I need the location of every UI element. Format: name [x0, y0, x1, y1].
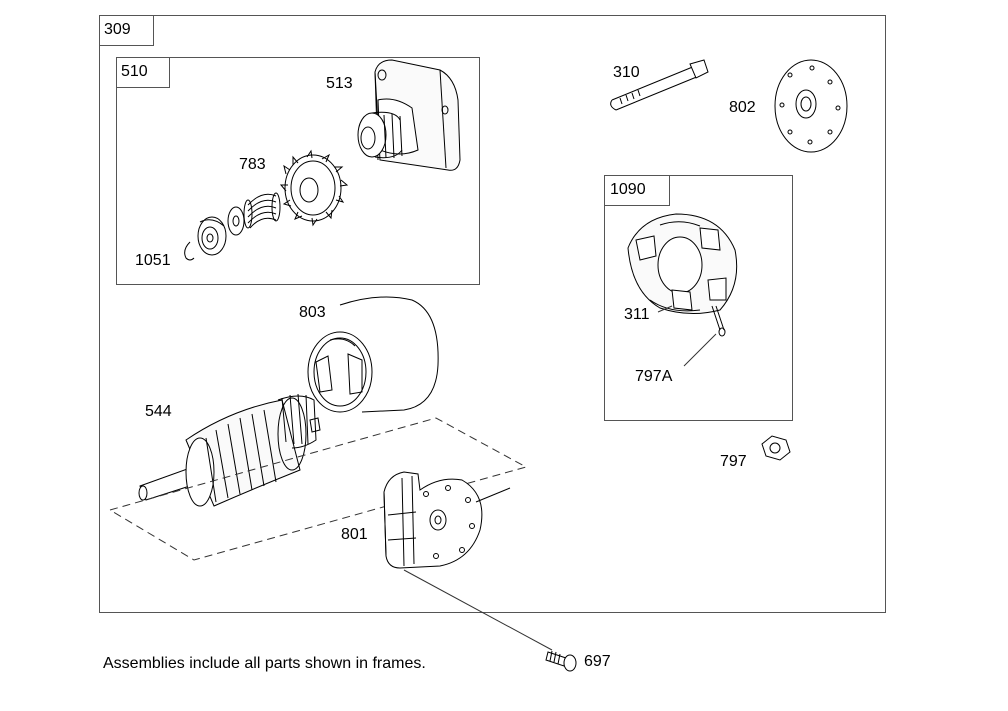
part-stop-collar [197, 216, 227, 256]
part-801-bracket [383, 471, 511, 569]
frame-1090-label: 1090 [610, 181, 646, 198]
part-310-through-bolt [610, 59, 709, 111]
part-513-drive-housing [357, 59, 461, 171]
part-697-screw [545, 650, 577, 672]
part-label-802: 802 [729, 99, 756, 116]
part-label-797A: 797A [635, 368, 673, 385]
part-spring [243, 192, 281, 229]
part-label-544: 544 [145, 403, 172, 420]
assemblies-note: Assemblies include all parts shown in fr… [103, 655, 426, 672]
frame-1090-tab [604, 175, 670, 206]
part-label-797: 797 [720, 453, 747, 470]
part-label-801: 801 [341, 526, 368, 543]
part-washer [227, 206, 245, 236]
part-label-311: 311 [624, 306, 650, 323]
frame-510-border [116, 57, 480, 285]
frame-309-tab [99, 15, 154, 46]
leader-797A [683, 333, 717, 367]
dashed-alignment-frame [108, 417, 528, 561]
part-311-brush-holder [627, 213, 738, 337]
leader-801-to-697 [403, 569, 553, 651]
frame-309-label: 309 [104, 21, 131, 38]
part-797-nut [761, 435, 791, 461]
part-label-310: 310 [613, 64, 640, 81]
part-802-end-cap [774, 59, 848, 153]
part-803-field-housing [307, 296, 439, 413]
part-label-1051: 1051 [135, 252, 171, 269]
part-783-pinion-gear [279, 149, 349, 227]
frame-510-tab [116, 57, 170, 88]
part-label-783: 783 [239, 156, 266, 173]
part-label-513: 513 [326, 75, 353, 92]
part-544-armature [138, 393, 321, 507]
part-label-697: 697 [584, 653, 611, 670]
leader-311 [657, 305, 673, 313]
part-1051-retaining-ring [184, 241, 195, 261]
frame-1090-border [604, 175, 793, 421]
frame-510-label: 510 [121, 63, 148, 80]
part-label-803: 803 [299, 304, 326, 321]
frame-309-border [99, 15, 886, 613]
